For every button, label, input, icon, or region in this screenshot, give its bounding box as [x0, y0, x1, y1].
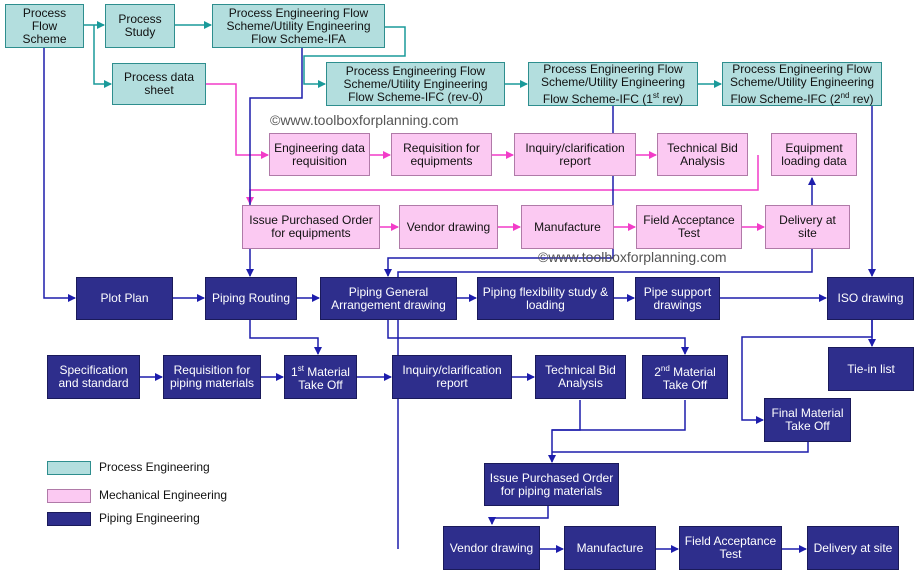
process-connectors	[84, 21, 722, 88]
requisition-equipments-box: Requisition for equipments	[391, 133, 492, 176]
first-material-take-off-box: 1st Material Take Off	[284, 355, 357, 399]
legend-label-mechanical: Mechanical Engineering	[99, 488, 228, 502]
vendor-drawing-mechanical-box: Vendor drawing	[399, 205, 498, 249]
legend-swatch-mechanical	[47, 489, 91, 503]
manufacture-piping-box: Manufacture	[564, 526, 656, 570]
inquiry-report-piping-box: Inquiry/clarification report	[392, 355, 512, 399]
requisition-piping-materials-box: Requisition for piping materials	[163, 355, 261, 399]
manufacture-mechanical-box: Manufacture	[521, 205, 614, 249]
process-study-box: Process Study	[105, 4, 175, 48]
technical-bid-analysis-mechanical-box: Technical Bid Analysis	[657, 133, 748, 176]
process-data-sheet-box: Process data sheet	[112, 63, 206, 105]
flow-scheme-ifa-box: Process Engineering Flow Scheme/Utility …	[212, 4, 385, 48]
final-material-take-off-box: Final Material Take Off	[764, 398, 851, 442]
second-material-take-off-box: 2nd Material Take Off	[642, 355, 728, 399]
specification-standard-box: Specification and standard	[47, 355, 140, 399]
issue-po-piping-materials-box: Issue Purchased Order for piping materia…	[484, 463, 619, 506]
legend-label-piping: Piping Engineering	[99, 511, 200, 525]
flow-scheme-ifc-rev1-box: Process Engineering Flow Scheme/Utility …	[528, 62, 698, 106]
vendor-drawing-piping-box: Vendor drawing	[443, 526, 540, 570]
piping-routing-box: Piping Routing	[205, 277, 297, 320]
field-acceptance-test-piping-box: Field Acceptance Test	[679, 526, 782, 570]
pipe-support-drawings-box: Pipe support drawings	[635, 277, 720, 320]
equipment-loading-data-box: Equipment loading data	[771, 133, 857, 176]
flow-scheme-ifc-rev2-box: Process Engineering Flow Scheme/Utility …	[722, 62, 882, 106]
watermark-middle: ©www.toolboxforplanning.com	[538, 249, 727, 265]
legend-swatch-process	[47, 461, 91, 475]
watermark-top: ©www.toolboxforplanning.com	[270, 112, 459, 128]
inquiry-report-mechanical-box: Inquiry/clarification report	[514, 133, 636, 176]
issue-po-equipments-box: Issue Purchased Order for equipments	[242, 205, 380, 249]
iso-drawing-box: ISO drawing	[827, 277, 914, 320]
legend-swatch-piping	[47, 512, 91, 526]
technical-bid-analysis-piping-box: Technical Bid Analysis	[535, 355, 626, 399]
field-acceptance-test-mechanical-box: Field Acceptance Test	[636, 205, 742, 249]
delivery-at-site-mechanical-box: Delivery at site	[765, 205, 850, 249]
piping-connectors	[43, 48, 876, 553]
piping-flexibility-study-box: Piping flexibility study & loading	[477, 277, 614, 320]
delivery-at-site-piping-box: Delivery at site	[807, 526, 899, 570]
tie-in-list-box: Tie-in list	[828, 347, 914, 391]
legend-label-process: Process Engineering	[99, 460, 210, 474]
flow-scheme-ifc-rev0-box: Process Engineering Flow Scheme/Utility …	[326, 62, 505, 106]
piping-ga-drawing-box: Piping General Arrangement drawing	[320, 277, 457, 320]
engineering-data-requisition-box: Engineering data requisition	[269, 133, 370, 176]
plot-plan-box: Plot Plan	[76, 277, 173, 320]
process-flow-scheme-box: Process Flow Scheme	[5, 4, 84, 48]
